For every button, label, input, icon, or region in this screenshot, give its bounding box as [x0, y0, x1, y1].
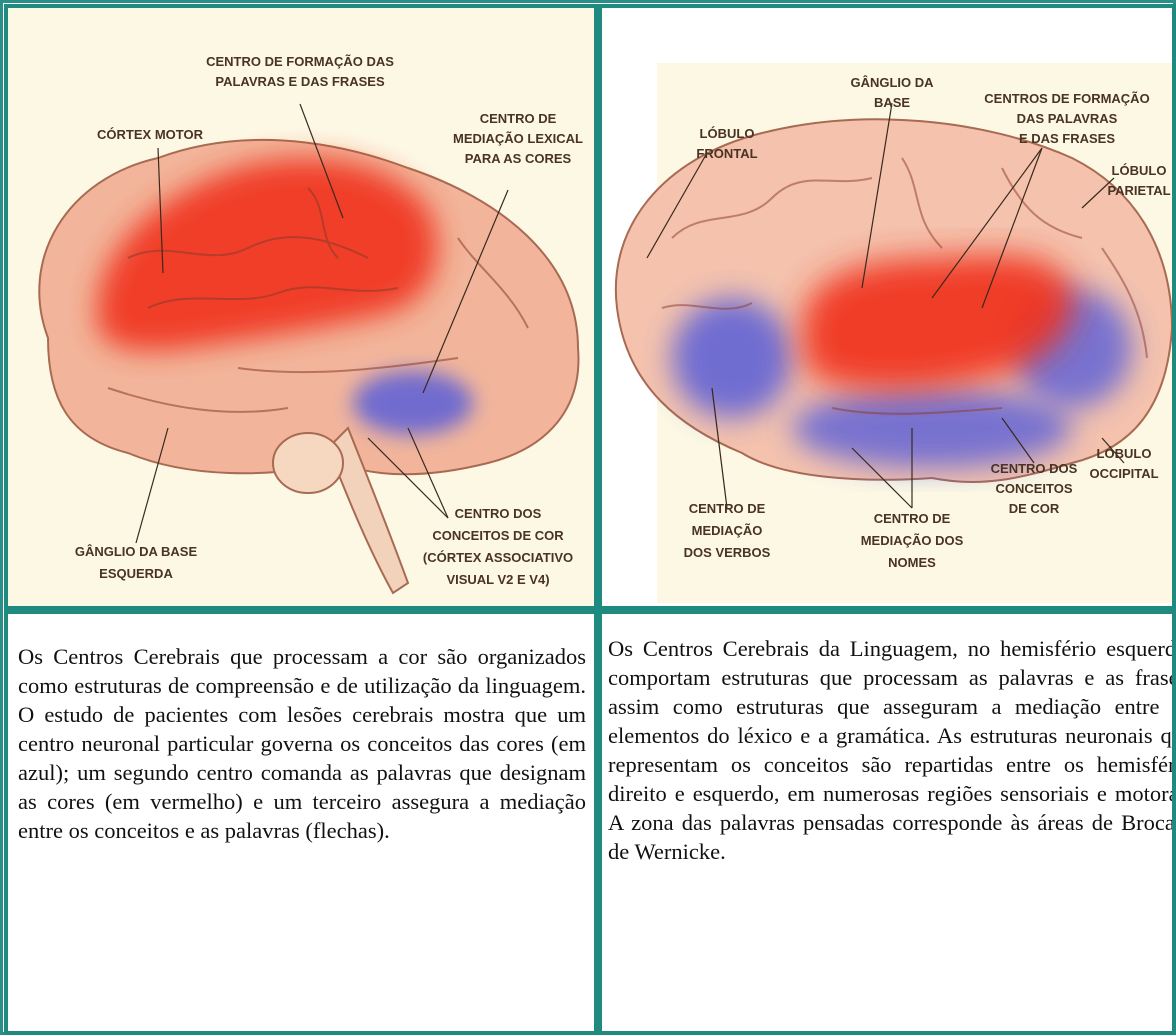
label-parietal-1: LÓBULO	[1112, 163, 1167, 178]
label-basal-2: BASE	[874, 95, 910, 110]
label-parietal-2: PARIETAL	[1107, 183, 1170, 198]
verb-mediation-region	[672, 298, 792, 418]
label-formation-1: CENTRO DE FORMAÇÃO DAS	[206, 54, 394, 69]
label-motor-cortex: CÓRTEX MOTOR	[97, 127, 204, 142]
label-formation-3: E DAS FRASES	[1019, 131, 1115, 146]
label-formation-2: DAS PALAVRAS	[1017, 111, 1118, 126]
label-color-concepts-1: CENTRO DOS	[455, 506, 542, 521]
label-formation-2: PALAVRAS E DAS FRASES	[215, 74, 385, 89]
label-concepts-3: DE COR	[1009, 501, 1060, 516]
label-color-concepts-3: (CÓRTEX ASSOCIATIVO	[423, 550, 573, 565]
right-text-cell: Os Centros Cerebrais da Linguagem, no he…	[598, 610, 1176, 1035]
label-frontal-1: LÓBULO	[700, 126, 755, 141]
label-color-concepts-2: CONCEITOS DE COR	[432, 528, 564, 543]
label-formation-1: CENTROS DE FORMAÇÃO	[984, 91, 1149, 106]
left-caption-text: Os Centros Cerebrais que processam a cor…	[18, 642, 586, 845]
lateral-brain-illustration: LÓBULO FRONTAL GÂNGLIO DA BASE CENTROS D…	[602, 8, 1172, 606]
label-verbs-2: MEDIAÇÃO	[692, 523, 763, 538]
medial-brain-illustration: CENTRO DE FORMAÇÃO DAS PALAVRAS E DAS FR…	[8, 8, 594, 606]
label-verbs-1: CENTRO DE	[689, 501, 766, 516]
left-text-cell: Os Centros Cerebrais que processam a cor…	[4, 610, 598, 1035]
label-basal-ganglion-1: GÂNGLIO DA BASE	[75, 544, 198, 559]
label-basal-1: GÂNGLIO DA	[850, 75, 934, 90]
label-color-concepts-4: VISUAL V2 E V4)	[446, 572, 549, 587]
noun-mediation-region	[792, 388, 1072, 468]
label-concepts-1: CENTRO DOS	[991, 461, 1078, 476]
label-occipital-1: LÓBULO	[1097, 446, 1152, 461]
label-lexical-1: CENTRO DE	[480, 111, 557, 126]
label-nouns-2: MEDIAÇÃO DOS	[861, 533, 964, 548]
label-nouns-1: CENTRO DE	[874, 511, 951, 526]
right-figure-cell: LÓBULO FRONTAL GÂNGLIO DA BASE CENTROS D…	[598, 4, 1176, 610]
label-basal-ganglion-2: ESQUERDA	[99, 566, 173, 581]
label-concepts-2: CONCEITOS	[995, 481, 1072, 496]
right-caption-text: Os Centros Cerebrais da Linguagem, no he…	[608, 634, 1176, 866]
label-lexical-2: MEDIAÇÃO LEXICAL	[453, 131, 583, 146]
label-nouns-3: NOMES	[888, 555, 936, 570]
label-frontal-2: FRONTAL	[696, 146, 757, 161]
cerebellum-shape	[273, 433, 343, 493]
label-verbs-3: DOS VERBOS	[684, 545, 771, 560]
color-concepts-region	[353, 371, 473, 435]
left-figure-cell: CENTRO DE FORMAÇÃO DAS PALAVRAS E DAS FR…	[4, 4, 598, 610]
label-lexical-3: PARA AS CORES	[465, 151, 572, 166]
label-occipital-2: OCCIPITAL	[1089, 466, 1158, 481]
